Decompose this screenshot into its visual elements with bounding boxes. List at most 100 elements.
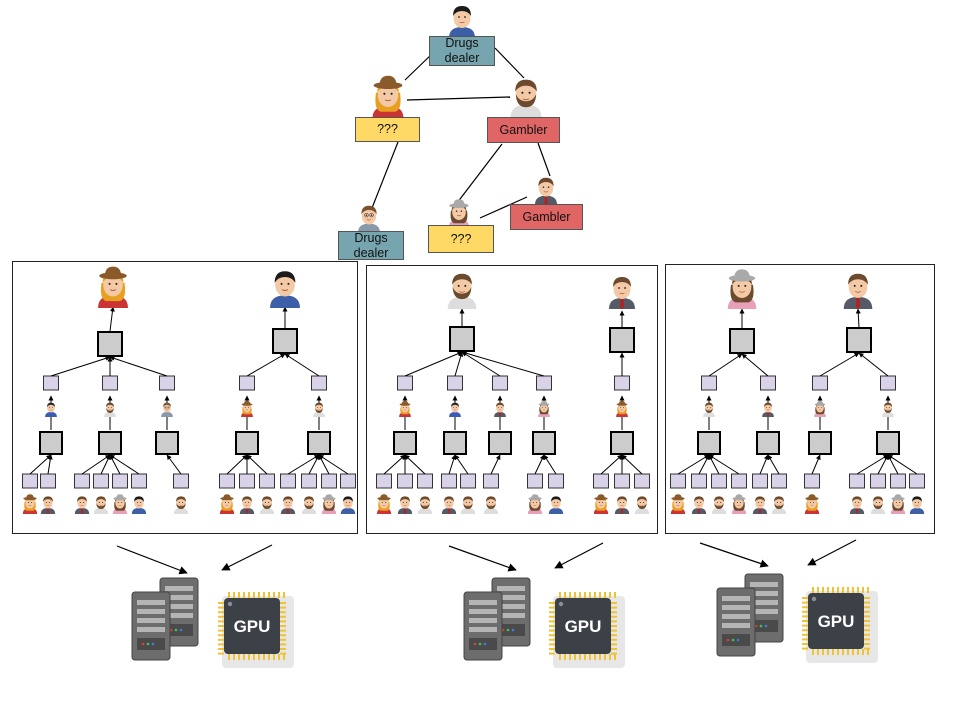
- leaf-avatar: [22, 494, 38, 514]
- server-icon: [716, 587, 756, 657]
- child-avatar: [241, 400, 253, 417]
- message-arrow: [600, 454, 623, 475]
- child-avatar: [882, 402, 894, 417]
- leaf-avatar: [670, 494, 686, 514]
- assign-arrow: [807, 539, 857, 566]
- leaf-avatar: [40, 496, 56, 514]
- child-aggregator-node: [155, 431, 179, 455]
- compute-machines: GPU GPU GPU: [116, 539, 878, 668]
- message-arrow: [246, 454, 268, 475]
- leaf-avatar: [711, 496, 727, 514]
- edge-dealer-to-bearded: [494, 47, 525, 79]
- social-edge: [371, 141, 399, 209]
- leaf-avatar: [909, 496, 925, 514]
- child-aggregator-node: [98, 431, 122, 455]
- root-aggregator-node: [272, 328, 298, 354]
- child-avatar: [538, 400, 550, 417]
- leaf-avatar: [280, 496, 296, 514]
- message-arrow: [287, 454, 320, 475]
- message-arrow: [29, 454, 52, 475]
- drugs-dealer-2-avatar: [357, 205, 381, 233]
- leaf-avatar: [74, 496, 90, 514]
- message-arrow: [50, 355, 111, 377]
- leaf-avatar: [259, 496, 275, 514]
- message-arrow: [454, 454, 469, 475]
- leaf-avatar: [321, 494, 337, 514]
- child-avatar: [161, 402, 173, 417]
- message-arrow: [819, 352, 860, 377]
- leaf-avatar: [731, 494, 747, 514]
- message-arrow: [109, 356, 168, 377]
- tree-root-avatar: [727, 269, 757, 309]
- leaf-avatar: [593, 494, 609, 514]
- leaf-avatar: [131, 496, 147, 514]
- message-arrow: [448, 454, 457, 475]
- gpu-text: GPU: [565, 617, 602, 636]
- social-edge: [406, 96, 511, 101]
- gpu-chip-icon: GPU: [802, 587, 878, 663]
- message-arrow: [454, 351, 464, 377]
- message-arrow: [811, 454, 821, 475]
- message-arrow: [461, 351, 501, 377]
- message-arrow: [100, 454, 111, 475]
- assign-arrow: [221, 544, 273, 571]
- assign-arrow: [116, 545, 188, 575]
- root-aggregator-node: [609, 327, 635, 353]
- child-aggregator-node: [488, 431, 512, 455]
- leaf-avatar: [483, 496, 499, 514]
- message-arrow: [461, 350, 545, 377]
- subgraph-panel-1: [12, 261, 358, 534]
- leaf-avatar: [219, 494, 235, 514]
- gpu-text: GPU: [818, 612, 855, 631]
- child-avatar: [703, 402, 715, 417]
- message-arrow: [490, 454, 501, 475]
- message-arrow: [226, 454, 248, 475]
- leaf-avatar: [239, 496, 255, 514]
- child-avatar: [814, 400, 826, 417]
- label-gambler-right: Gambler: [487, 117, 560, 143]
- leaf-avatar: [548, 496, 564, 514]
- child-avatar: [104, 402, 116, 417]
- leaf-avatar: [441, 496, 457, 514]
- message-arrow: [534, 454, 545, 475]
- social-edge: [537, 142, 551, 177]
- leaf-avatar: [752, 496, 768, 514]
- message-arrow: [109, 454, 140, 475]
- tree-root-avatar: [447, 273, 477, 309]
- gambler-2-avatar: [534, 177, 558, 205]
- child-avatar: [449, 402, 461, 417]
- child-aggregator-node: [235, 431, 259, 455]
- child-avatar: [399, 400, 411, 417]
- child-avatar: [616, 400, 628, 417]
- root-aggregator-node: [449, 326, 475, 352]
- leaf-avatar: [527, 494, 543, 514]
- sampled-subgraphs: [22, 306, 925, 489]
- child-aggregator-node: [39, 431, 63, 455]
- leaf-avatar: [460, 496, 476, 514]
- leaf-avatar: [397, 496, 413, 514]
- message-arrow: [166, 454, 182, 475]
- assign-arrow: [448, 545, 517, 572]
- leaf-avatar: [614, 496, 630, 514]
- subgraph-panel-2: [366, 265, 658, 534]
- tree-root-avatar: [270, 271, 300, 308]
- message-arrow: [708, 454, 740, 475]
- child-aggregator-node: [393, 431, 417, 455]
- label-unknown-left: ???: [355, 117, 420, 142]
- assign-arrow: [699, 542, 769, 568]
- message-arrow: [698, 454, 710, 475]
- subgraph-panel-3: [665, 264, 935, 534]
- drugs-dealer-avatar: [449, 6, 475, 38]
- message-arrow: [404, 454, 426, 475]
- child-aggregator-node: [808, 431, 832, 455]
- gpu-text: GPU: [234, 617, 271, 636]
- message-arrow: [543, 454, 557, 475]
- message-arrow: [741, 353, 769, 377]
- root-aggregator-node: [729, 328, 755, 354]
- child-avatar: [494, 402, 506, 417]
- message-arrow: [877, 454, 889, 475]
- message-arrow: [47, 454, 53, 475]
- server-icon: [131, 591, 171, 661]
- leaf-avatar: [93, 496, 109, 514]
- message-arrow: [887, 454, 918, 475]
